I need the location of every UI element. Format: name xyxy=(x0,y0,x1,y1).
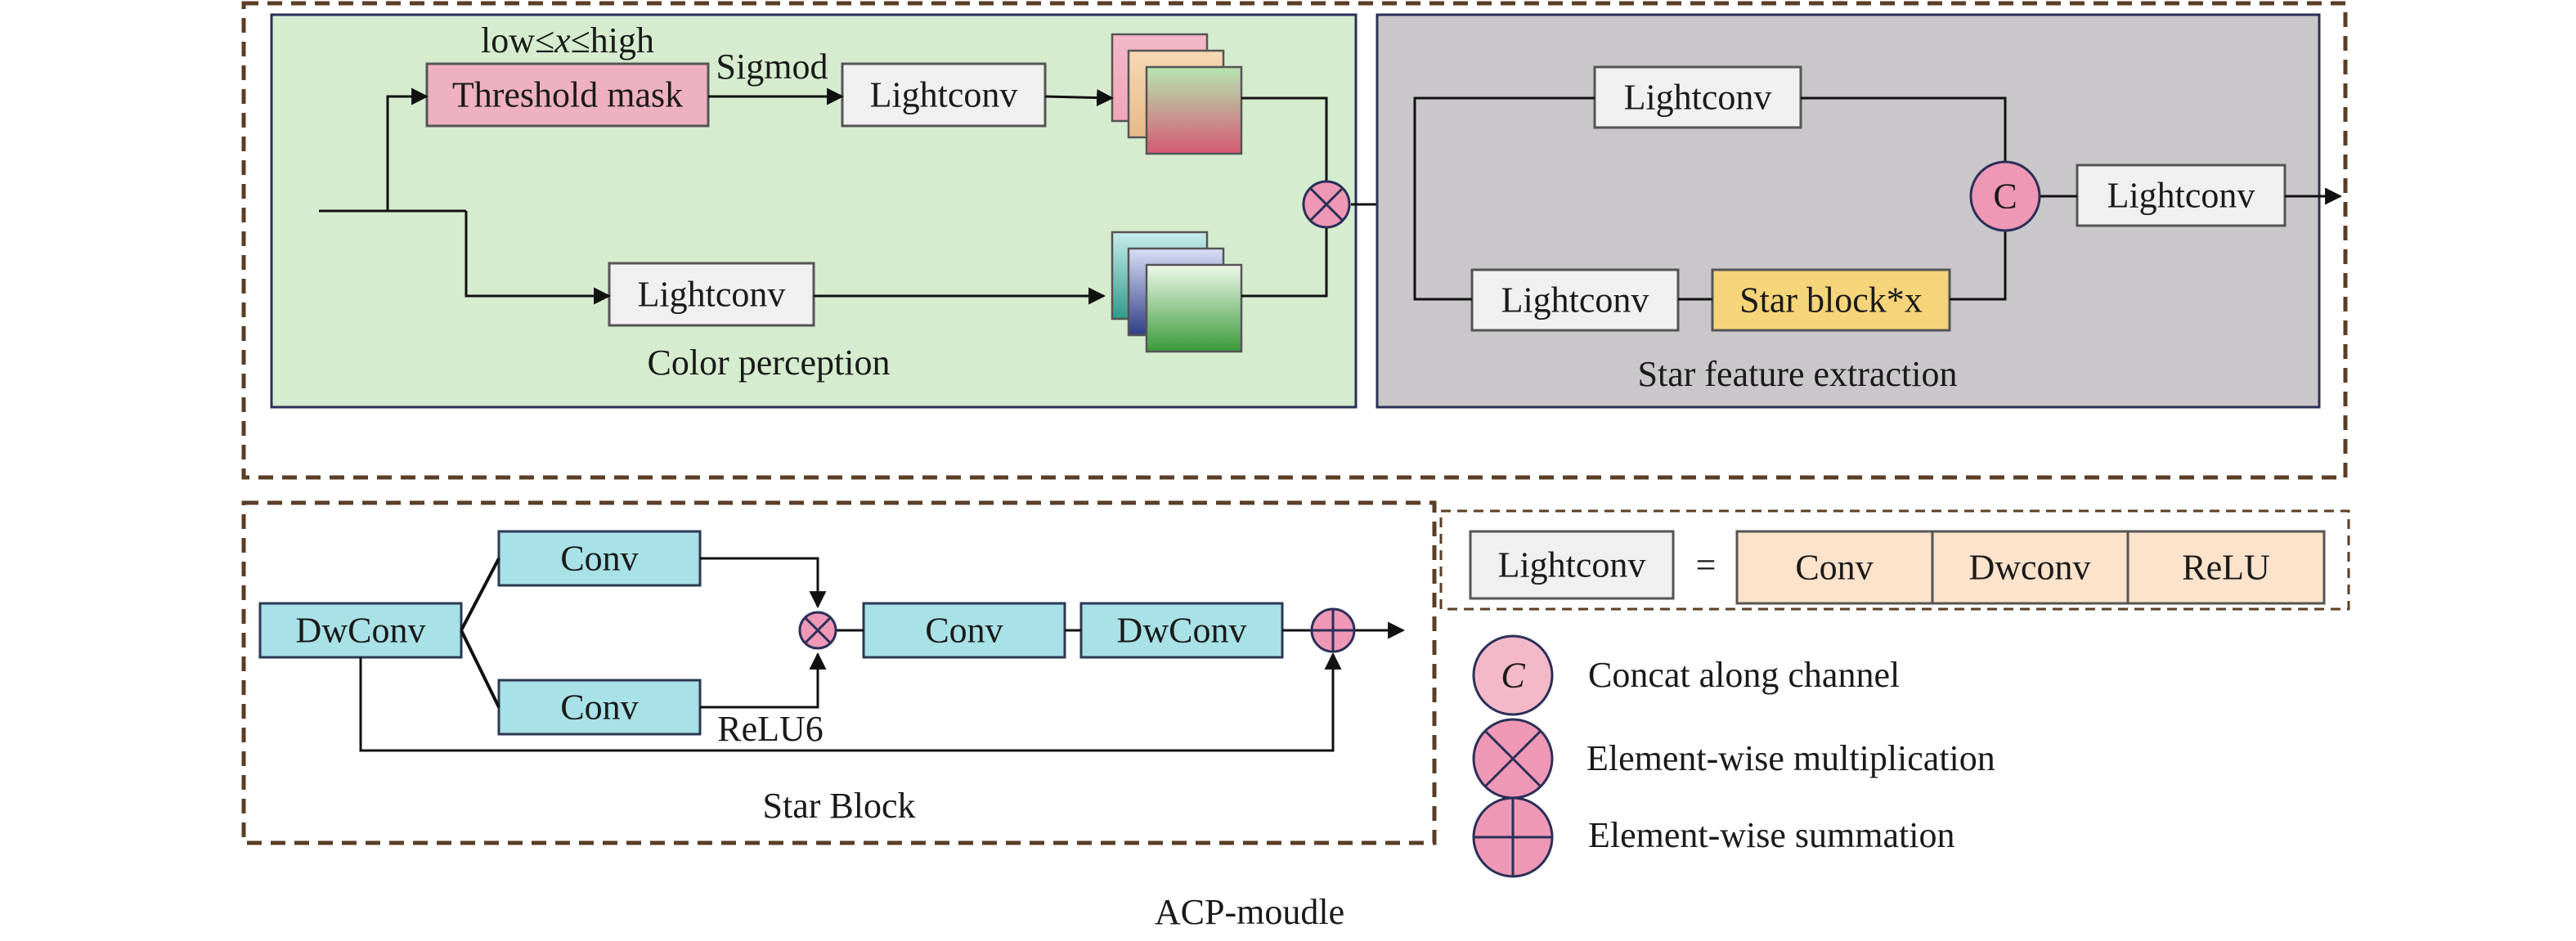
star-feature-title: Star feature extraction xyxy=(1638,354,1958,394)
star-feature-panel: Lightconv Lightconv Star block*x Lightco… xyxy=(1376,13,2321,409)
def-part-relu: ReLU xyxy=(2182,548,2270,588)
top-module-border xyxy=(241,1,2348,480)
legend-multiply-icon xyxy=(1472,718,1554,800)
threshold-mask-label: Threshold mask xyxy=(452,75,683,115)
range-label: low≤x≤high xyxy=(481,20,654,60)
lightconv-definition: Lightconv = Conv Dwconv ReLU xyxy=(1469,530,2326,605)
legend-sum-label: Element-wise summation xyxy=(1588,815,1954,855)
sb-conv-mid-box xyxy=(862,602,1066,659)
legend-concat-label: Concat along channel xyxy=(1588,655,1900,695)
legend-multiply-label: Element-wise multiplication xyxy=(1586,738,1995,778)
cp-lightconv-top-box xyxy=(841,62,1047,128)
star-block-x-label: Star block*x xyxy=(1739,280,1923,320)
legend-concat-icon: C xyxy=(1472,634,1554,716)
sum-operator-starblock xyxy=(1310,607,1356,653)
sb-dwconv-out-label: DwConv xyxy=(1117,611,1247,651)
star-block-section: DwConv Conv Conv ReLU6 Conv DwConv Star … xyxy=(258,530,1284,826)
figure-caption: ACP-moudle xyxy=(1155,892,1344,932)
legend: C Concat along channel Element-wise mult… xyxy=(1472,634,1995,878)
star-block-border xyxy=(241,500,1437,845)
sf-lightconv-top-box xyxy=(1593,65,1802,129)
concat-symbol: C xyxy=(1993,177,2017,217)
def-lightconv-box xyxy=(1469,530,1675,600)
cp-lightconv-bottom-label: Lightconv xyxy=(638,275,786,315)
def-part-conv: Conv xyxy=(1795,548,1873,588)
legend-concat-symbol: C xyxy=(1501,656,1525,696)
sb-conv-mid-label: Conv xyxy=(925,611,1003,651)
color-perception-connectors xyxy=(319,87,1415,305)
legend-sum-icon xyxy=(1472,796,1554,878)
sigmoid-label: Sigmod xyxy=(716,47,828,87)
sb-dwconv-out-box xyxy=(1079,602,1284,659)
def-lightconv-label: Lightconv xyxy=(1498,545,1646,585)
star-feature-connectors xyxy=(1413,96,2343,301)
sf-lightconv-bottom-label: Lightconv xyxy=(1501,280,1649,320)
lightconv-def-border xyxy=(1439,509,2350,611)
relu6-label: ReLU6 xyxy=(717,709,824,749)
sb-conv-bottom-label: Conv xyxy=(560,688,638,728)
multiply-operator-starblock xyxy=(798,611,837,650)
def-equals: = xyxy=(1696,545,1717,585)
star-block-connectors xyxy=(359,557,1406,752)
def-breakdown-box xyxy=(1735,530,2326,605)
sf-lightconv-top-label: Lightconv xyxy=(1624,78,1772,118)
feature-map-stack-red xyxy=(1111,33,1243,155)
star-block-title: Star Block xyxy=(763,786,916,826)
def-part-dwconv: Dwconv xyxy=(1968,548,2090,588)
threshold-mask-box xyxy=(425,62,710,128)
feature-map-stack-green xyxy=(1111,231,1243,353)
sb-conv-top-label: Conv xyxy=(560,539,638,579)
multiply-operator-top xyxy=(1302,180,1351,229)
concat-operator: C xyxy=(1969,160,2041,232)
star-block-x-box xyxy=(1711,268,1951,332)
sb-conv-top-box xyxy=(497,530,702,587)
cp-lightconv-bottom-box xyxy=(608,262,815,327)
cp-lightconv-top-label: Lightconv xyxy=(870,75,1018,115)
sb-dwconv-in-label: DwConv xyxy=(296,611,426,651)
sf-lightconv-out-label: Lightconv xyxy=(2107,176,2255,216)
color-perception-title: Color perception xyxy=(648,343,891,383)
sb-conv-bottom-box xyxy=(497,679,702,736)
sb-dwconv-in-box xyxy=(258,602,463,659)
